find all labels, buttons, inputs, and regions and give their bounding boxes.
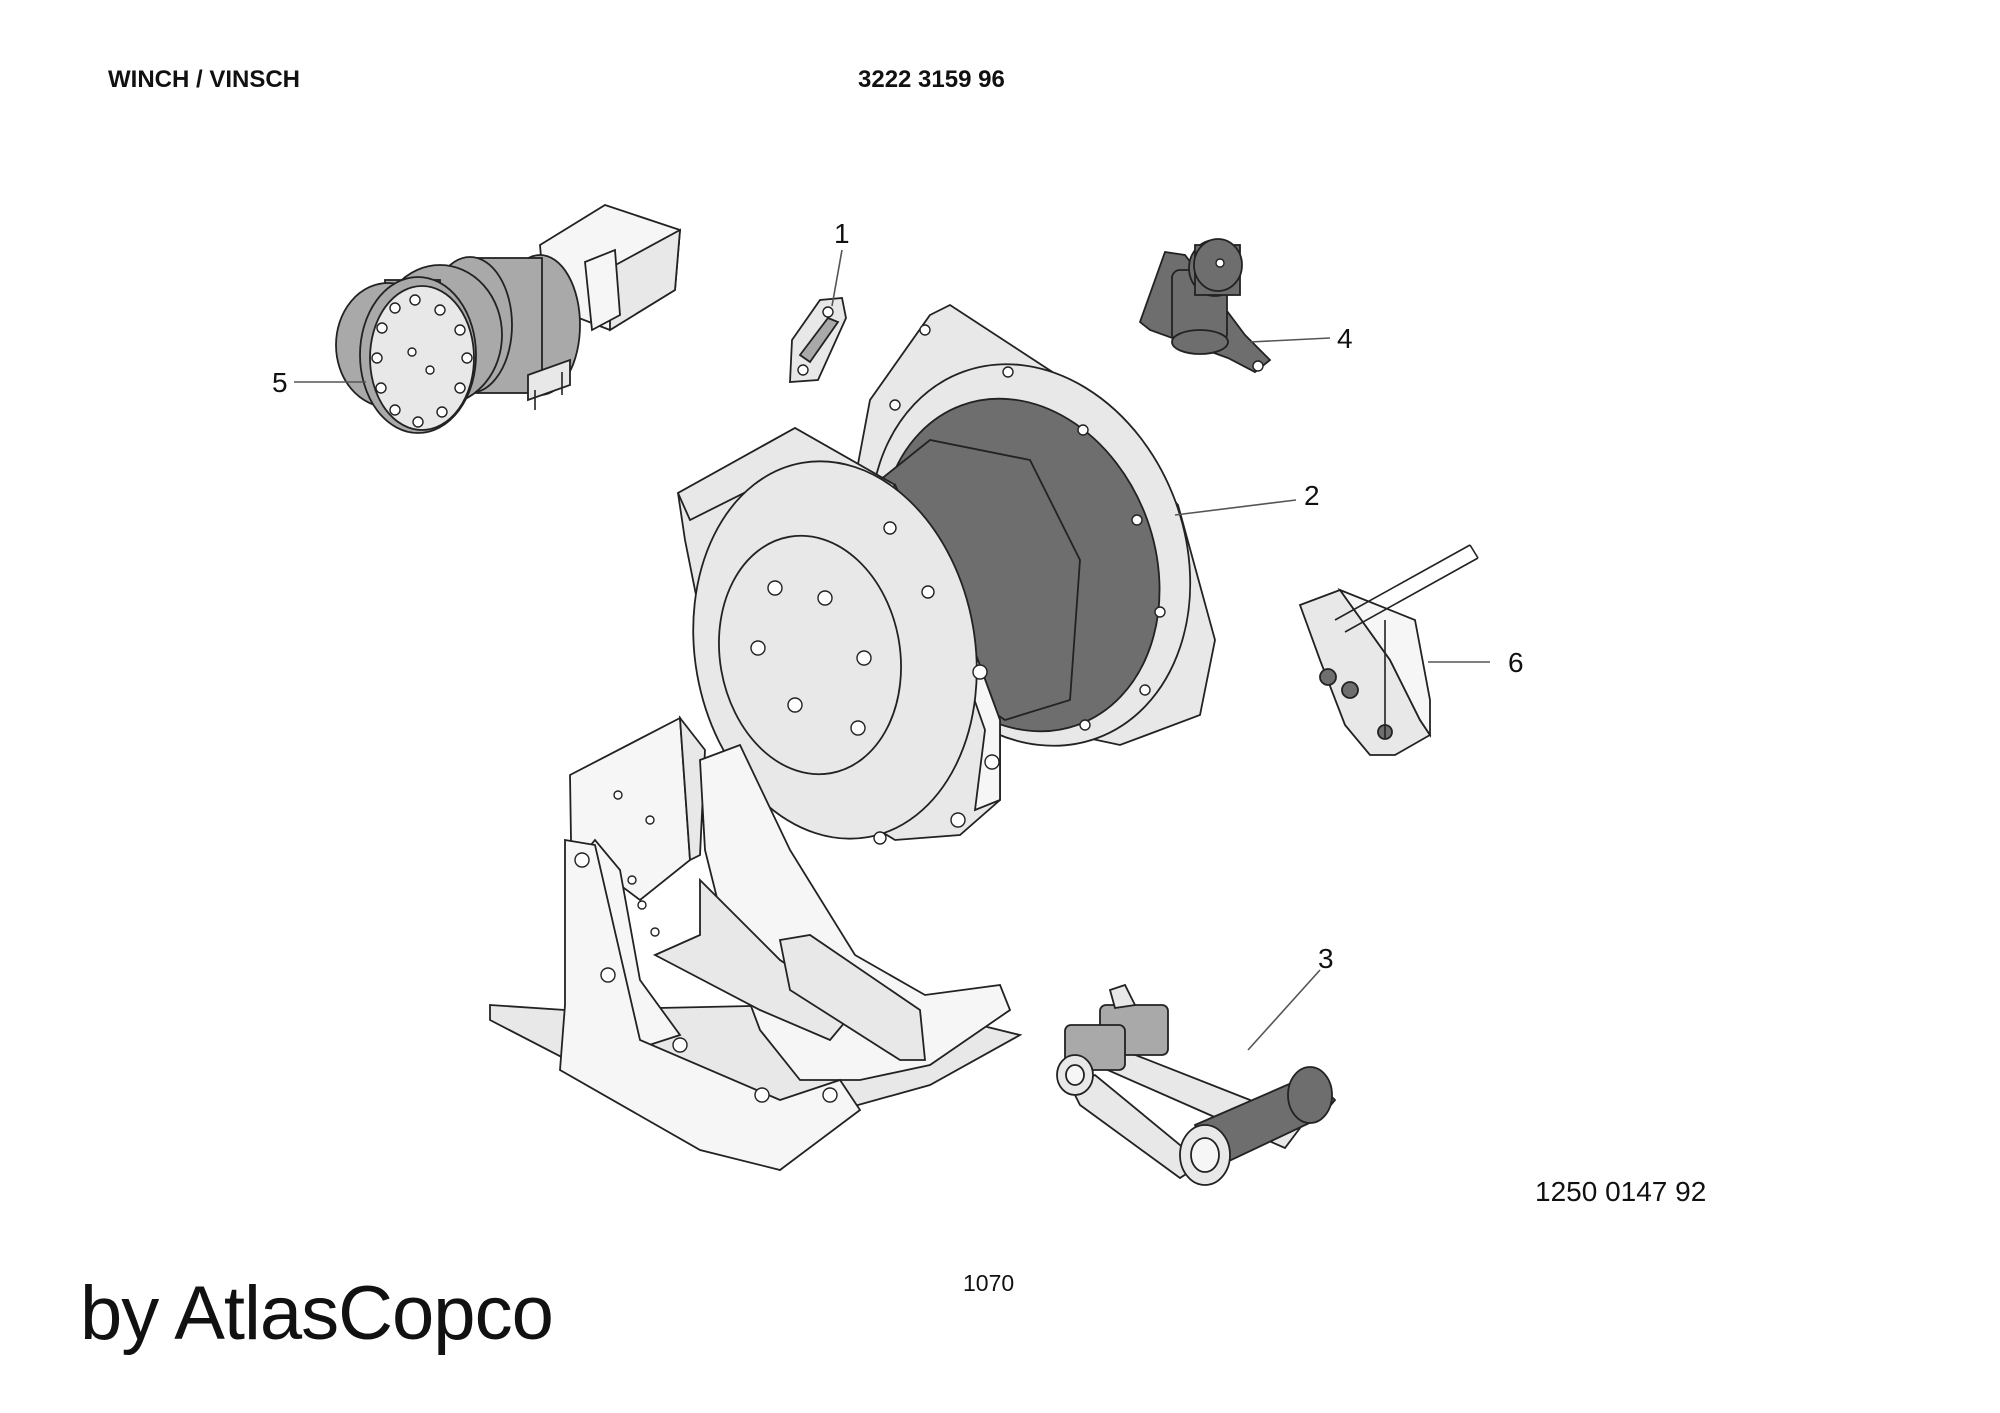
callout-5: 5 <box>272 367 288 398</box>
part-winch-drum <box>676 303 1216 845</box>
leader-lines <box>294 249 1490 1051</box>
part-roller-guide <box>1056 983 1337 1186</box>
part-lever-bracket <box>1298 544 1479 756</box>
callout-6: 6 <box>1508 647 1524 678</box>
part-code: 3222 3159 96 <box>858 66 1005 93</box>
callout-labels: 1 2 3 4 5 6 <box>272 218 1524 974</box>
callout-4: 4 <box>1337 323 1353 354</box>
part-cover-plate <box>789 297 847 383</box>
page-number: 1070 <box>963 1270 1015 1296</box>
drawing-number: 1250 0147 92 <box>1535 1176 1707 1207</box>
part-base-frame <box>489 715 1023 1172</box>
callout-3: 3 <box>1318 943 1334 974</box>
callout-1: 1 <box>834 218 850 249</box>
page-title: WINCH / VINSCH <box>108 66 300 93</box>
callout-2: 2 <box>1304 480 1320 511</box>
brand-footer: by AtlasCopco <box>80 1271 554 1356</box>
part-roller-bracket <box>1138 238 1272 374</box>
part-motor-gearbox <box>335 204 682 434</box>
